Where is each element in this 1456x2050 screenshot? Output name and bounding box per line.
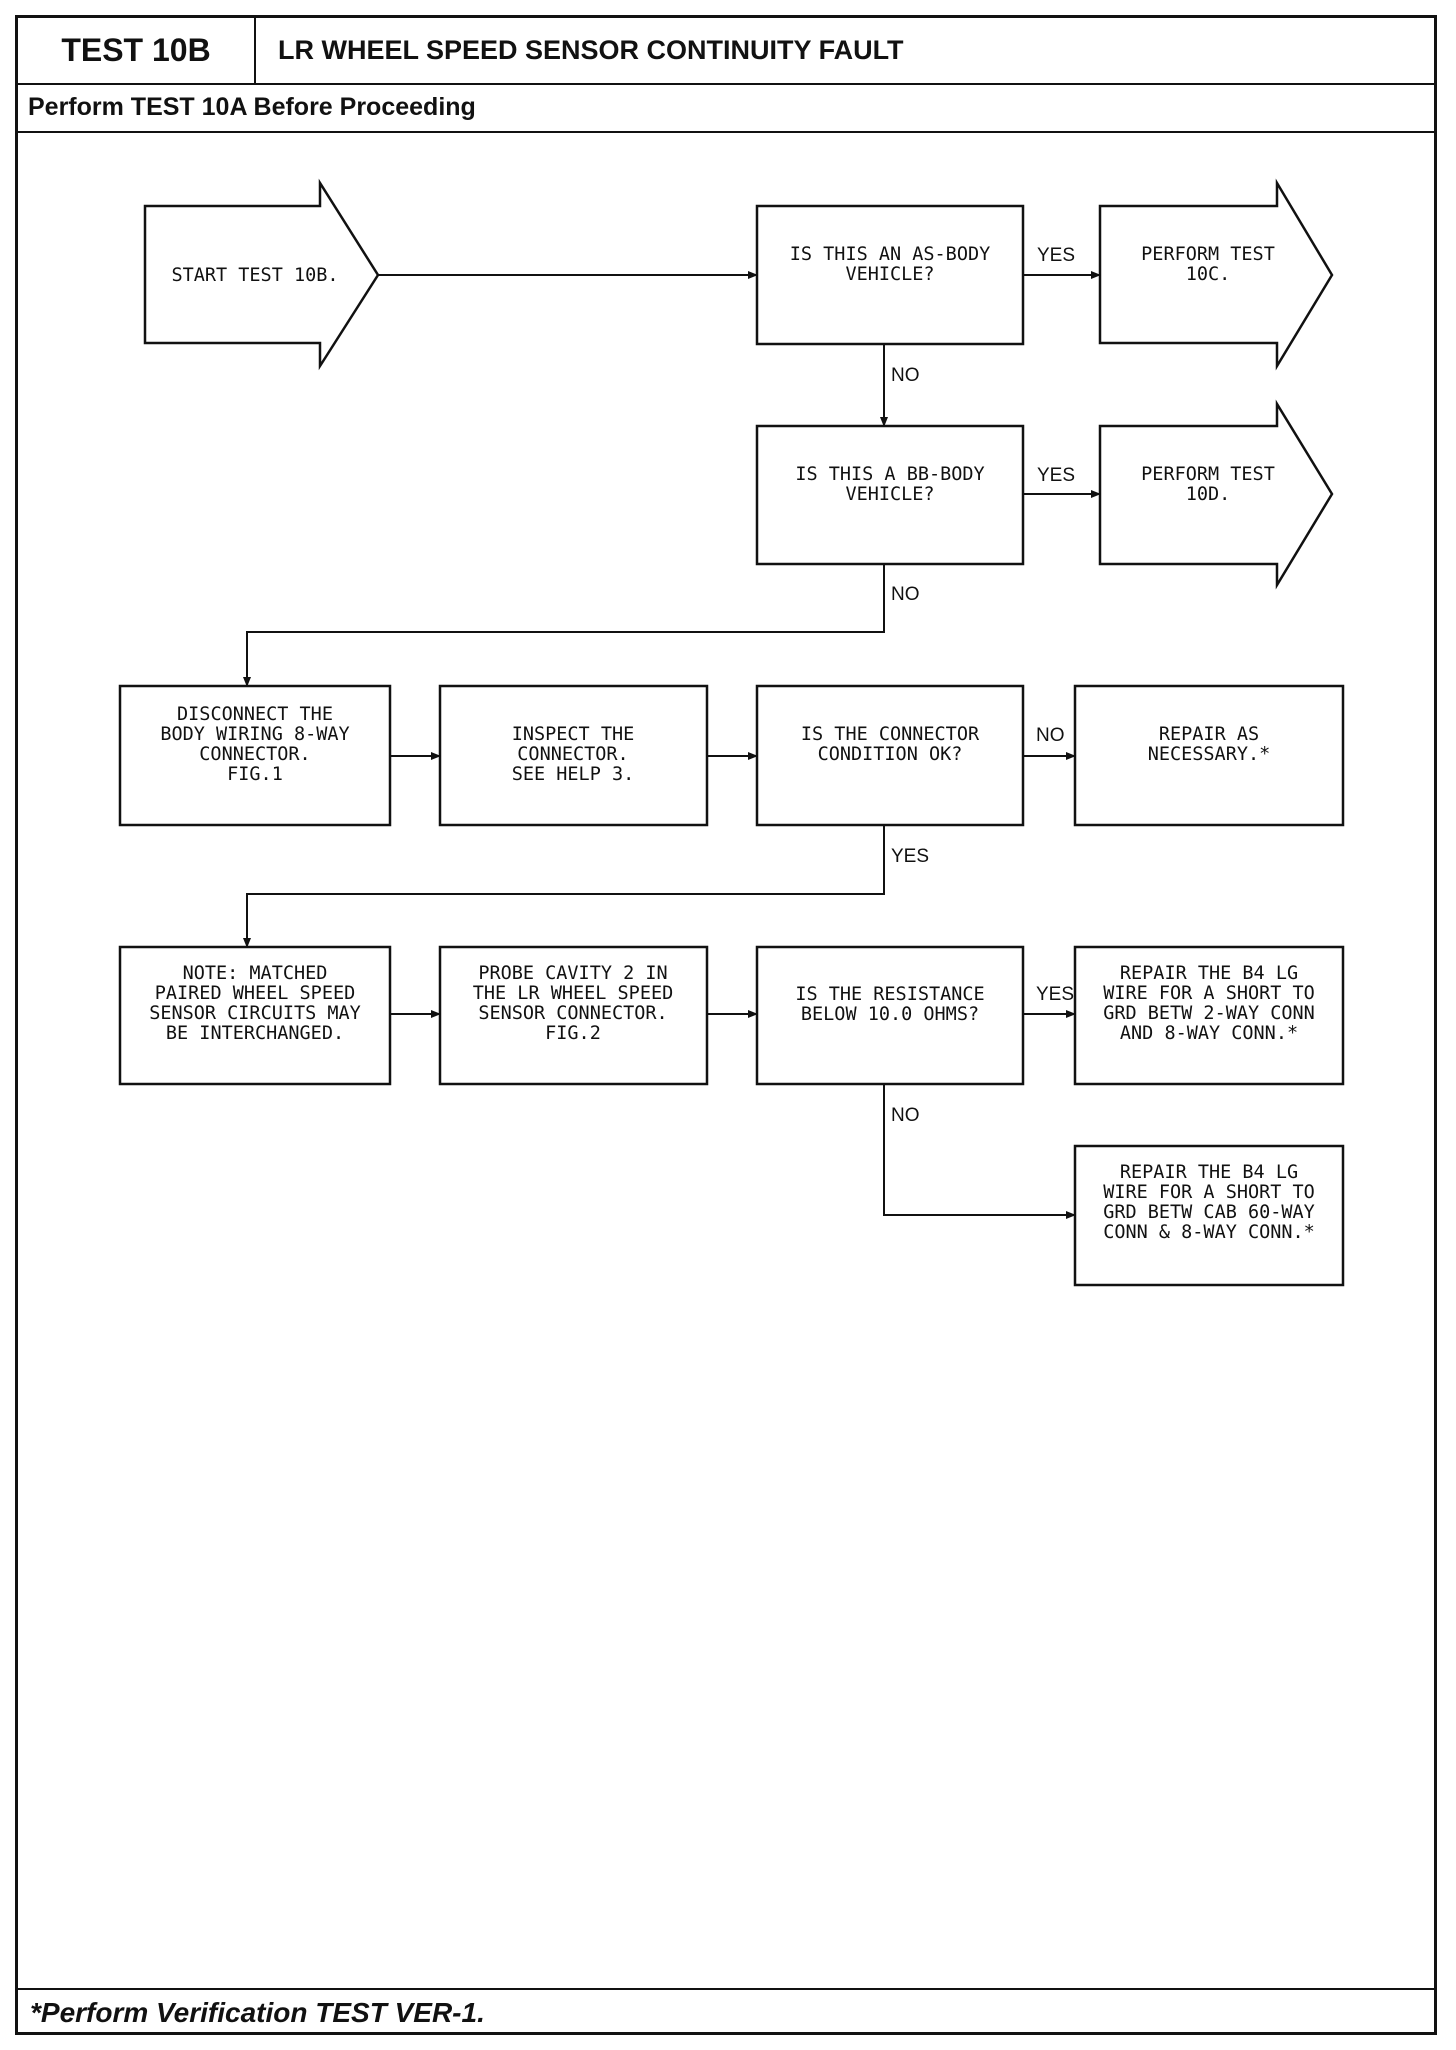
- as-body-text-line: VEHICLE?: [845, 264, 934, 285]
- label-yes-bb: YES: [1037, 465, 1075, 486]
- verification-footer: *Perform Verification TEST VER-1.: [18, 1988, 1434, 2035]
- repair-60way-text-line: CONN & 8-WAY CONN.*: [1103, 1222, 1315, 1243]
- note-matched-box: [118, 945, 392, 1086]
- note-matched-text-line: PAIRED WHEEL SPEED: [155, 983, 355, 1004]
- start-text-line: START TEST 10B.: [171, 265, 338, 286]
- inspect-text-line: CONNECTOR.: [517, 744, 628, 765]
- bb-body-text-line: IS THIS A BB-BODY: [795, 464, 984, 485]
- start-node: [143, 178, 380, 371]
- connector-ok-text-line: CONDITION OK?: [818, 744, 963, 765]
- label-yes-connector: YES: [891, 846, 929, 867]
- label-no-bb: NO: [891, 584, 920, 605]
- start-text: START TEST 10B.: [171, 265, 338, 286]
- prerequisite-note: Perform TEST 10A Before Proceeding: [18, 83, 1434, 133]
- repair-60way-text-line: WIRE FOR A SHORT TO: [1103, 1182, 1315, 1203]
- note-matched-text-line: BE INTERCHANGED.: [166, 1023, 344, 1044]
- repair-as-necessary-text-line: REPAIR AS: [1159, 724, 1259, 745]
- repair-2way-text-line: REPAIR THE B4 LG: [1120, 963, 1298, 984]
- connector-ok-text-line: IS THE CONNECTOR: [801, 724, 980, 745]
- probe-text-line: THE LR WHEEL SPEED: [473, 983, 673, 1004]
- disconnect-text-line: CONNECTOR.: [199, 744, 310, 765]
- note-matched-text-line: SENSOR CIRCUITS MAY: [149, 1003, 361, 1024]
- perform-10c-text-line: PERFORM TEST: [1141, 244, 1275, 265]
- connector-bb-no: [243, 564, 885, 687]
- connector-resistance-no: [883, 1084, 1076, 1219]
- resistance-text-line: BELOW 10.0 OHMS?: [801, 1004, 979, 1025]
- resistance-text-line: IS THE RESISTANCE: [795, 984, 984, 1005]
- probe-text-line: PROBE CAVITY 2 IN: [478, 963, 667, 984]
- repair-2way-text-line: GRD BETW 2-WAY CONN: [1103, 1003, 1315, 1024]
- label-no-resistance: NO: [891, 1105, 920, 1126]
- test-id: TEST 10B: [18, 18, 256, 83]
- probe-text-line: SENSOR CONNECTOR.: [478, 1003, 667, 1024]
- perform-10c-text-line: 10C.: [1186, 264, 1231, 285]
- label-no-as: NO: [891, 365, 920, 386]
- probe-text-line: FIG.2: [545, 1023, 601, 1044]
- repair-2way-text-line: AND 8-WAY CONN.*: [1120, 1023, 1298, 1044]
- perform-10c-node: [1098, 178, 1334, 371]
- connector-connector-yes: [243, 825, 885, 948]
- bb-body-text-line: VEHICLE?: [845, 484, 934, 505]
- label-yes-as: YES: [1037, 245, 1075, 266]
- repair-as-necessary-text-line: NECESSARY.*: [1148, 744, 1271, 765]
- inspect-text-line: SEE HELP 3.: [512, 764, 635, 785]
- disconnect-text-line: BODY WIRING 8-WAY: [160, 724, 349, 745]
- label-yes-resistance: YES: [1036, 984, 1074, 1005]
- inspect-text-line: INSPECT THE: [512, 724, 635, 745]
- as-body-text-line: IS THIS AN AS-BODY: [790, 244, 990, 265]
- test-title: LR WHEEL SPEED SENSOR CONTINUITY FAULT: [278, 35, 904, 65]
- disconnect-text-line: FIG.1: [227, 764, 283, 785]
- header-row: TEST 10B LR WHEEL SPEED SENSOR CONTINUIT…: [18, 18, 1434, 85]
- label-no-connector: NO: [1036, 725, 1065, 746]
- perform-10d-text-line: 10D.: [1186, 484, 1231, 505]
- repair-2way-text-line: WIRE FOR A SHORT TO: [1103, 983, 1315, 1004]
- test-page: TEST 10B LR WHEEL SPEED SENSOR CONTINUIT…: [15, 15, 1437, 2035]
- note-matched-text-line: NOTE: MATCHED: [183, 963, 328, 984]
- repair-60way-text-line: GRD BETW CAB 60-WAY: [1103, 1202, 1315, 1223]
- perform-10d-text-line: PERFORM TEST: [1141, 464, 1275, 485]
- disconnect-text-line: DISCONNECT THE: [177, 704, 333, 725]
- repair-60way-text-line: REPAIR THE B4 LG: [1120, 1162, 1298, 1183]
- perform-10d-node: [1098, 399, 1334, 590]
